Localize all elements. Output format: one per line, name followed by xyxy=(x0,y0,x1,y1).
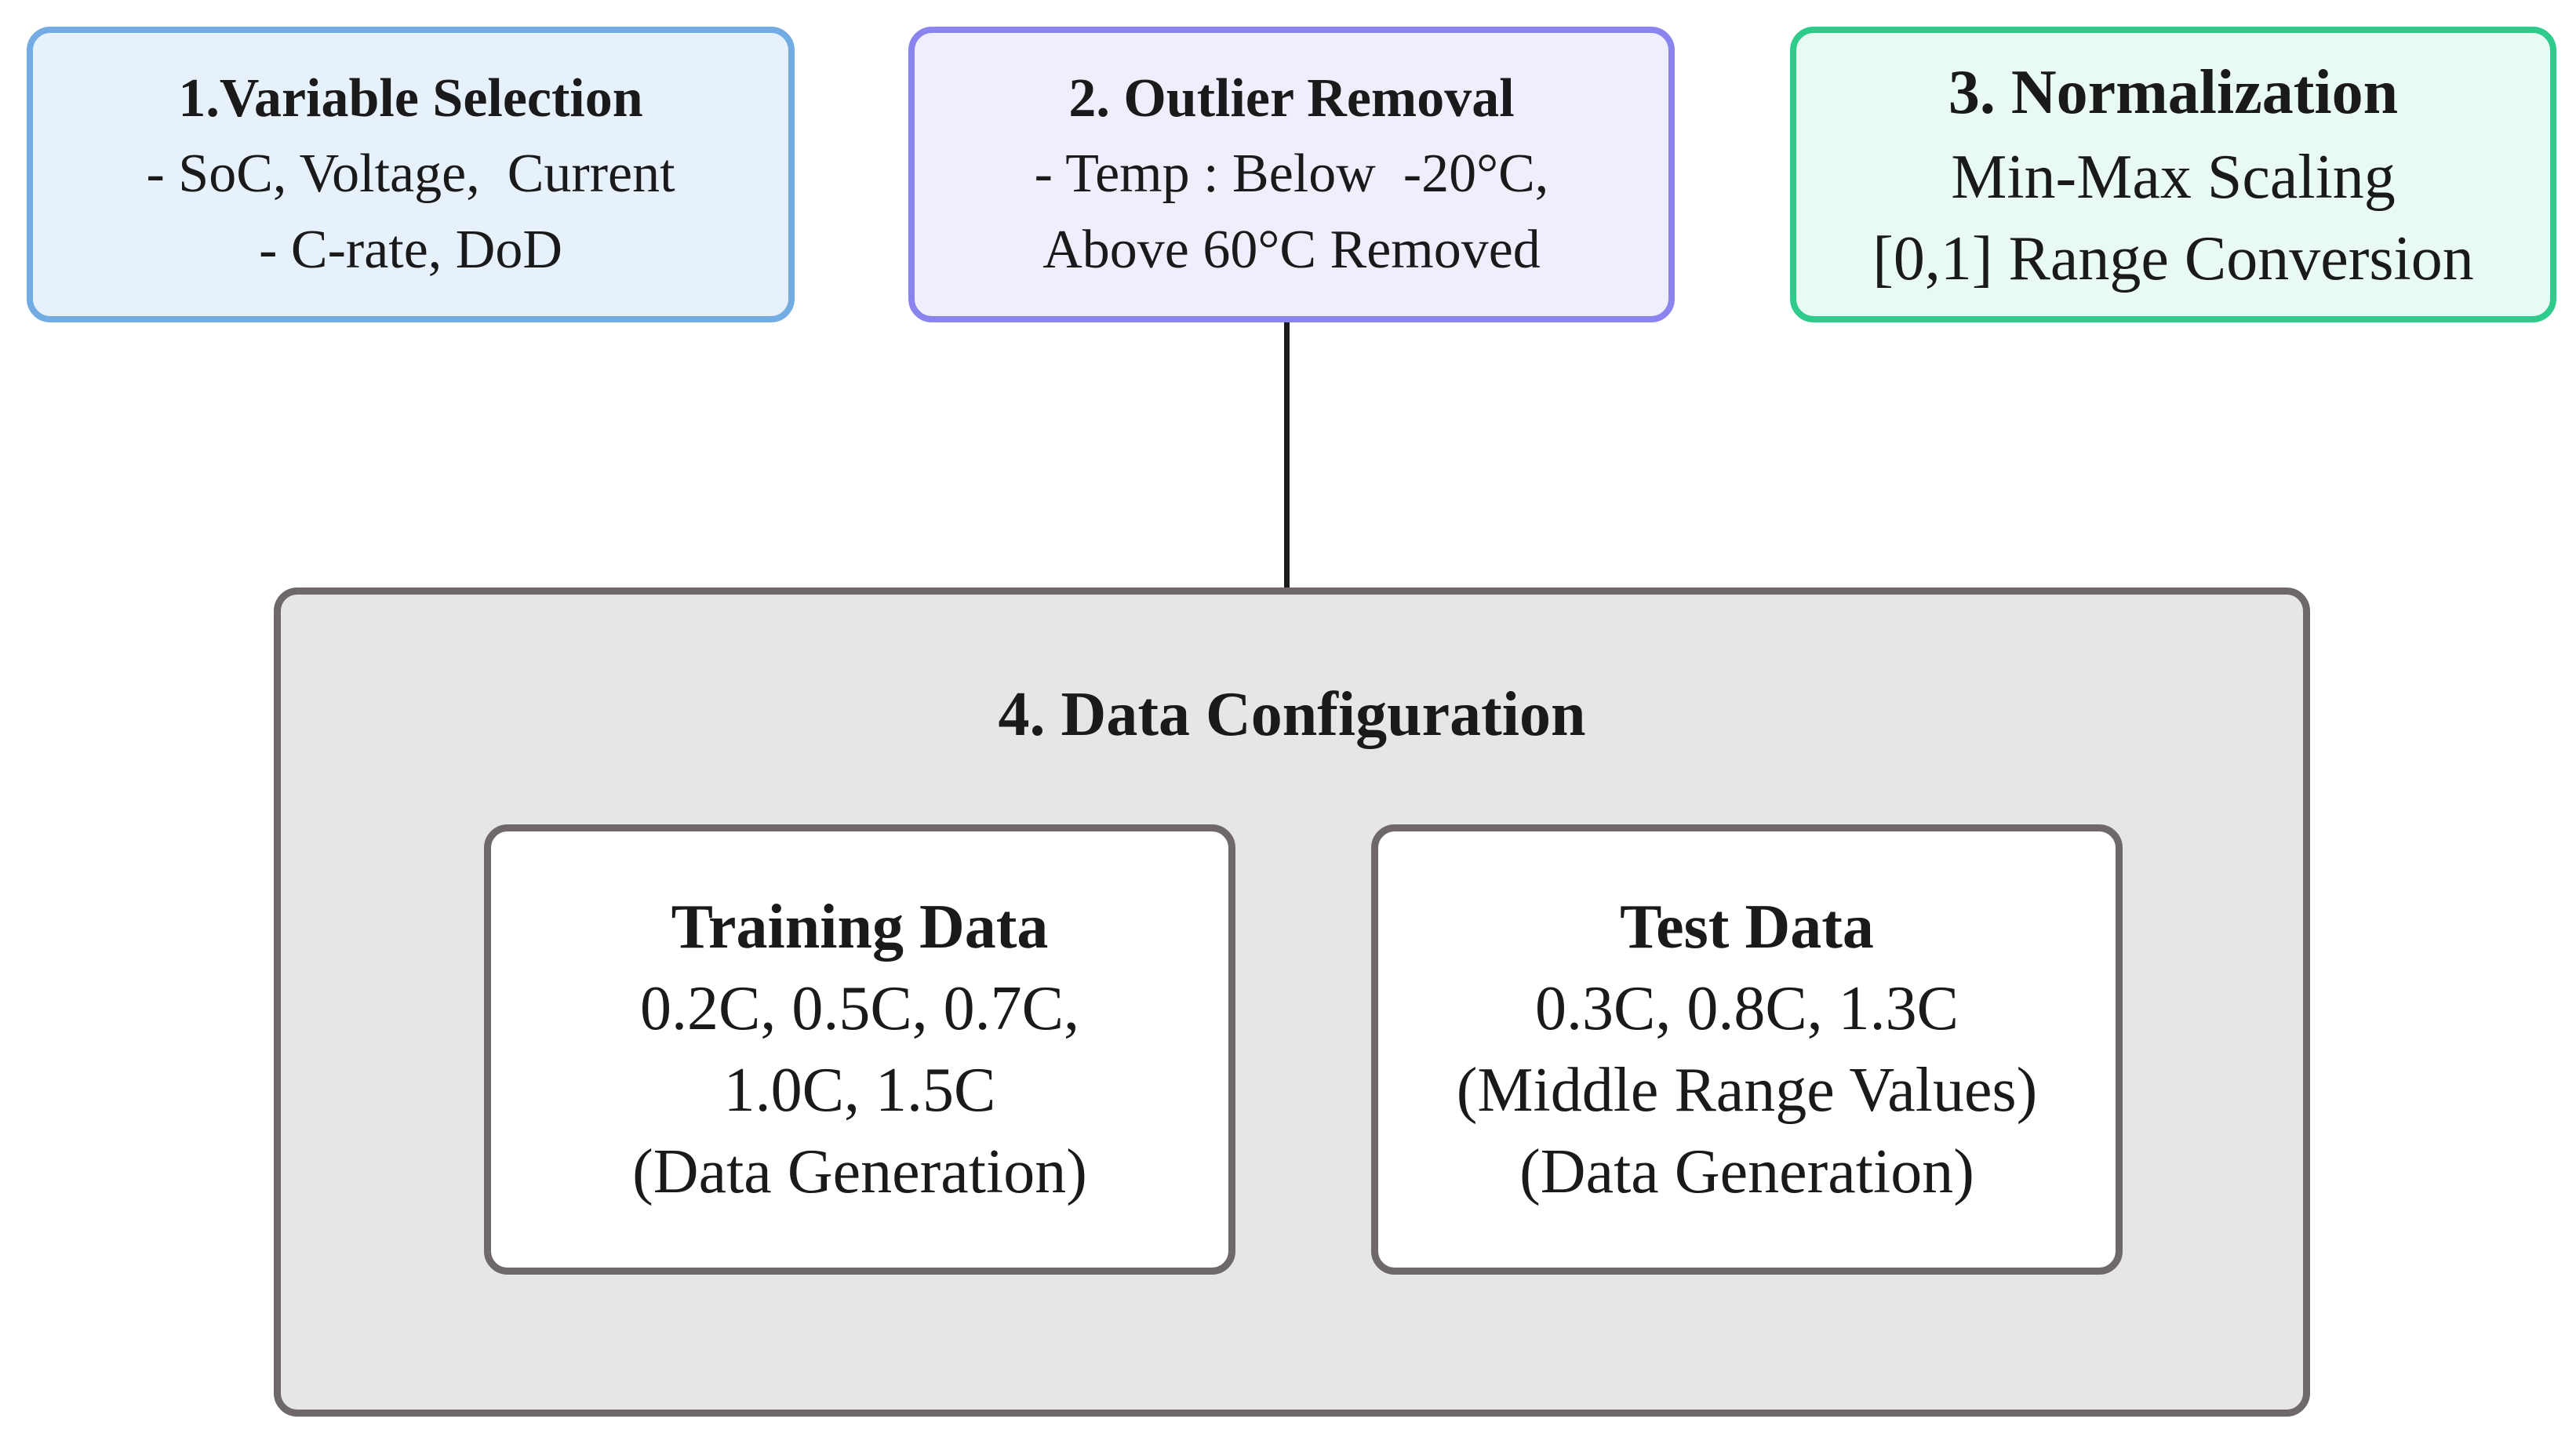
test-data-title: Test Data xyxy=(1620,893,1874,962)
data-configuration-box: 4. Data Configuration Training Data 0.2C… xyxy=(274,588,2310,1417)
normalization-line: [0,1] Range Conversion xyxy=(1872,224,2474,293)
data-configuration-title: 4. Data Configuration xyxy=(998,680,1586,749)
test-data-box: Test Data 0.3C, 0.8C, 1.3C (Middle Range… xyxy=(1371,824,2123,1275)
normalization-title: 3. Normalization xyxy=(1948,58,2399,128)
training-data-line: (Data Generation) xyxy=(632,1137,1087,1206)
connector-line xyxy=(1284,322,1290,588)
outlier-removal-line: Above 60°C Removed xyxy=(1042,219,1541,280)
variable-selection-line: - SoC, Voltage, Current xyxy=(146,144,675,205)
variable-selection-title: 1.Variable Selection xyxy=(178,67,643,129)
normalization-line: Min-Max Scaling xyxy=(1951,142,2396,212)
training-data-line: 1.0C, 1.5C xyxy=(723,1056,996,1125)
training-data-line: 0.2C, 0.5C, 0.7C, xyxy=(639,974,1080,1043)
training-data-box: Training Data 0.2C, 0.5C, 0.7C, 1.0C, 1.… xyxy=(484,824,1235,1275)
outlier-removal-title: 2. Outlier Removal xyxy=(1068,67,1515,129)
training-data-title: Training Data xyxy=(671,893,1049,962)
test-data-line: (Data Generation) xyxy=(1519,1137,1974,1206)
test-data-line: (Middle Range Values) xyxy=(1456,1056,2038,1125)
variable-selection-box: 1.Variable Selection - SoC, Voltage, Cur… xyxy=(27,27,795,322)
test-data-line: 0.3C, 0.8C, 1.3C xyxy=(1534,974,1959,1043)
outlier-removal-box: 2. Outlier Removal - Temp : Below -20°C,… xyxy=(908,27,1675,322)
variable-selection-line: - C-rate, DoD xyxy=(259,219,562,280)
normalization-box: 3. Normalization Min-Max Scaling [0,1] R… xyxy=(1790,27,2556,322)
outlier-removal-line: - Temp : Below -20°C, xyxy=(1034,144,1549,205)
